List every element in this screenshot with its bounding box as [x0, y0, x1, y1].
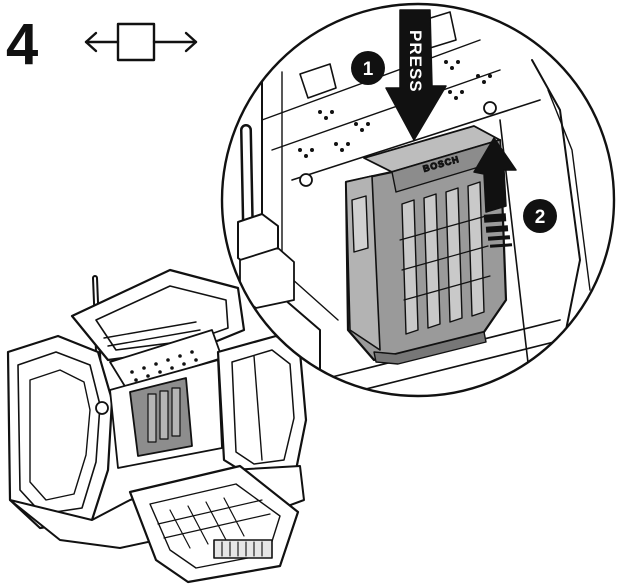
step-1-badge: 1 — [351, 51, 385, 85]
panel-holes — [130, 350, 198, 382]
step-number: 4 — [6, 12, 38, 77]
callout-ring — [220, 2, 616, 398]
step-2-label: 2 — [535, 207, 546, 228]
radio-illustration — [6, 268, 308, 584]
press-label: PRESS — [406, 30, 425, 93]
arrow-down-icon: PRESS — [385, 9, 447, 141]
door-latch — [213, 539, 273, 559]
arrow-up-icon — [473, 137, 517, 248]
knob — [95, 401, 109, 415]
left-speaker-housing — [6, 334, 114, 530]
battery-pack: BOSCH — [344, 125, 508, 365]
plate-holes — [298, 60, 492, 158]
door-grid — [157, 497, 271, 549]
step-2-badge: 2 — [523, 199, 557, 233]
step-1-label: 1 — [363, 59, 374, 80]
removable-panel-with-horizontal-arrows-icon — [84, 22, 198, 62]
